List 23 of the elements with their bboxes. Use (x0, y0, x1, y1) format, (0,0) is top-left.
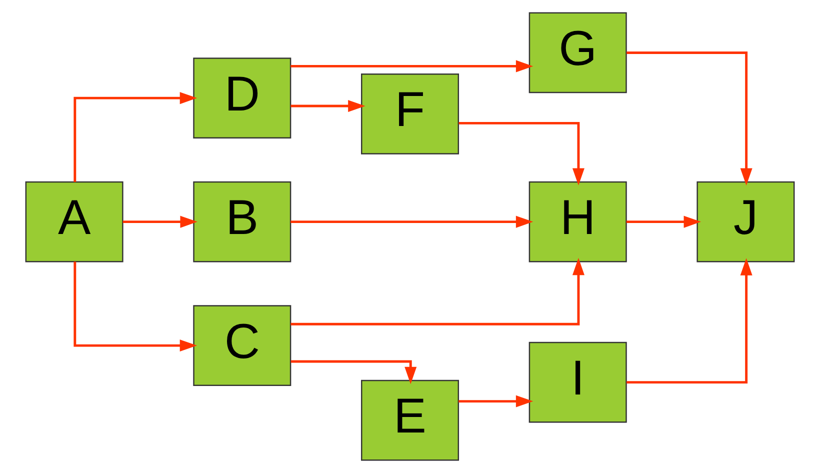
node-box: A (24, 181, 123, 262)
arrow (290, 100, 365, 112)
arrow (73, 262, 197, 352)
node-box: C (192, 305, 291, 386)
node-box: G (528, 12, 626, 94)
arrow (290, 216, 533, 228)
node-box: B (192, 181, 291, 262)
node-box: J (696, 181, 794, 262)
arrow (458, 122, 584, 186)
arrow (626, 258, 752, 384)
node-box: I (528, 342, 626, 423)
node-box: E (360, 380, 458, 461)
arrow (290, 258, 584, 326)
node-box: F (360, 74, 458, 154)
arrow (626, 216, 700, 228)
arrow (458, 395, 533, 408)
arrow (626, 52, 752, 186)
arrow (290, 360, 416, 384)
arrow (122, 216, 197, 228)
arrow (290, 60, 533, 72)
arrow (73, 92, 197, 182)
node-box: H (528, 181, 626, 262)
node-box: D (192, 58, 291, 138)
